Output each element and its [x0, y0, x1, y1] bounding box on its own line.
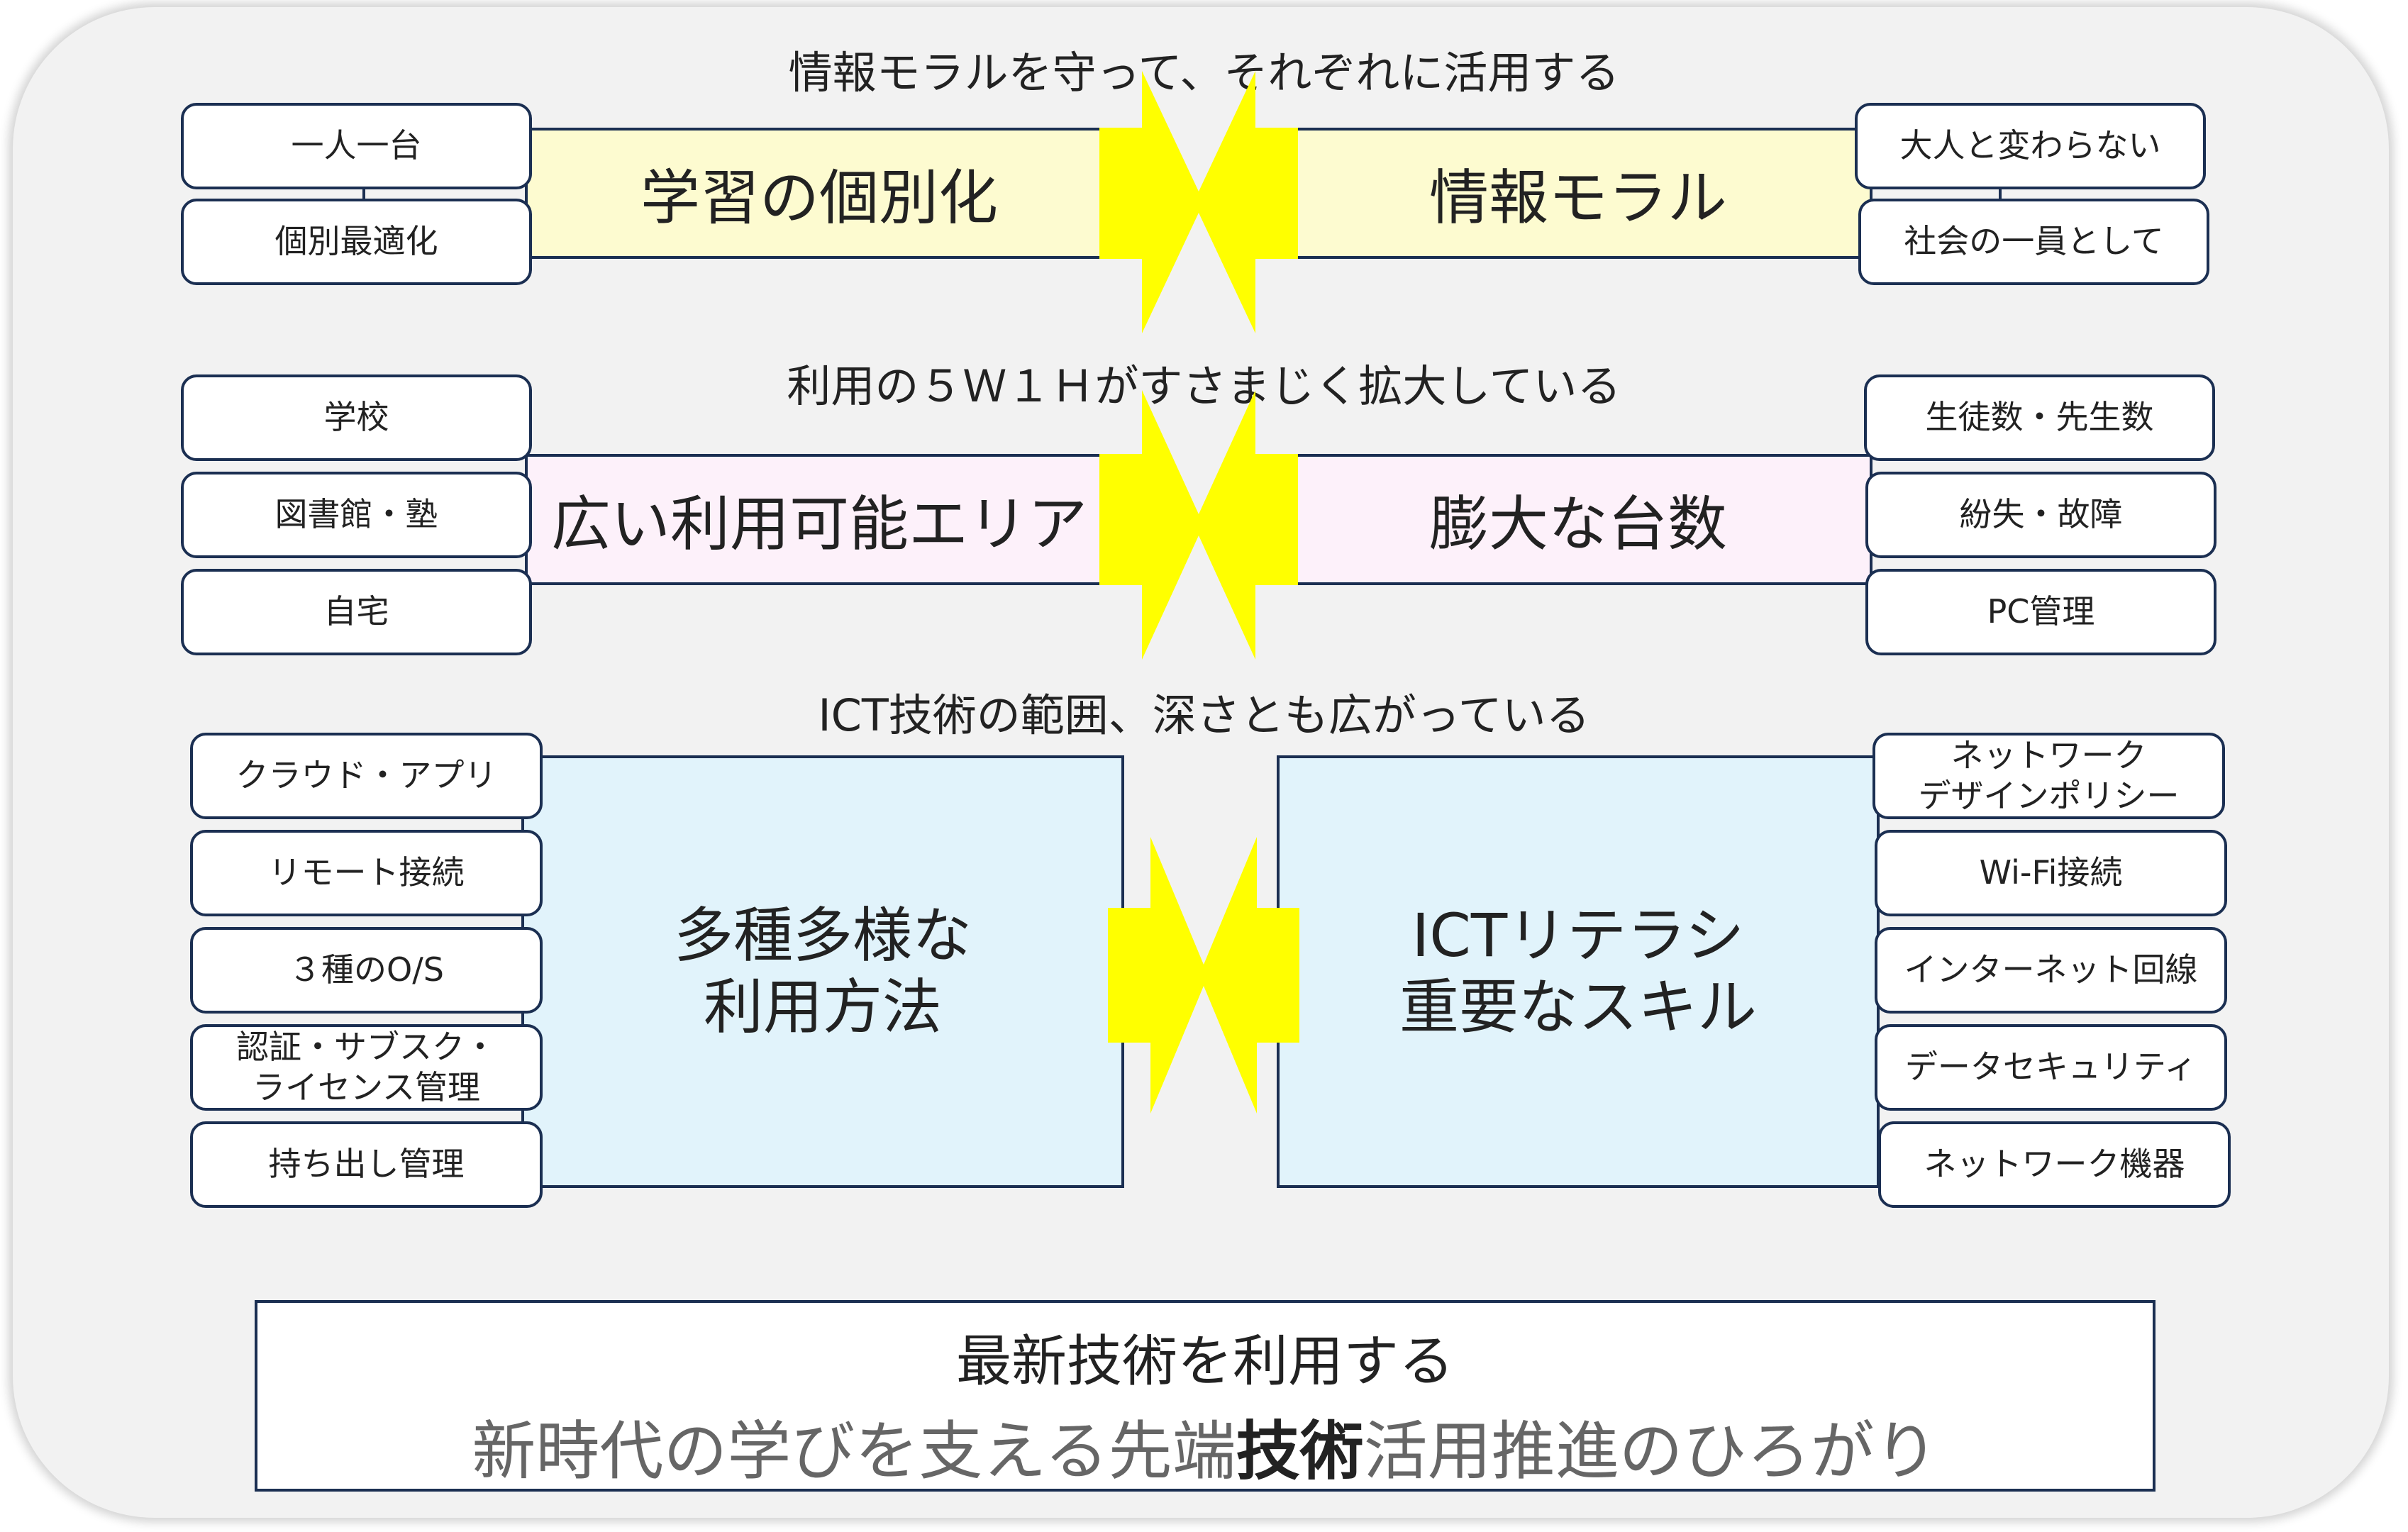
- s1-left-item-2: 個別最適化: [181, 199, 532, 285]
- section1-right-band: 情報モラル: [1284, 128, 1872, 259]
- summary-line2: 新時代の学びを支える先端技術活用推進のひろがり: [257, 1399, 2153, 1492]
- s2-left-item-3: 自宅: [181, 569, 532, 655]
- s3-left-item-4: 認証・サブスク・ ライセンス管理: [190, 1024, 543, 1111]
- section2-heading: 利用の５Ｗ１Ｈがすさまじく拡大している: [787, 360, 1621, 412]
- s3-left-item-4-line2: ライセンス管理: [252, 1068, 481, 1106]
- s2-left-item-2: 図書館・塾: [181, 472, 532, 558]
- section3-heading: ICT技術の範囲、深さとも広がっている: [818, 689, 1590, 741]
- summary-line1: 最新技術を利用する: [955, 1330, 1454, 1394]
- summary-box: 最新技術を利用する 新時代の学びを支える先端技術活用推進のひろがり: [255, 1300, 2155, 1492]
- left-band-line2: 利用方法: [703, 972, 942, 1042]
- s3-right-item-5: ネットワーク機器: [1878, 1121, 2231, 1208]
- s2-left-item-1: 学校: [181, 374, 532, 461]
- bolt-icon-3: [1108, 837, 1299, 1114]
- section1-left-band: 学習の個別化: [525, 128, 1114, 259]
- section2-right-band: 膨大な台数: [1284, 454, 1872, 585]
- s3-right-item-1-line1: ネットワーク: [1951, 736, 2147, 775]
- summary-line2-pre: 新時代の学びを支える先端: [472, 1414, 1236, 1489]
- section2-left-band: 広い利用可能エリア: [525, 454, 1114, 585]
- s1-right-item-1: 大人と変わらない: [1855, 103, 2206, 189]
- s3-right-item-2: Wi-Fi接続: [1875, 830, 2227, 916]
- s3-right-item-3: インターネット回線: [1875, 927, 2227, 1014]
- s3-left-item-5: 持ち出し管理: [190, 1121, 543, 1208]
- summary-line2-post: 活用推進のひろがり: [1363, 1414, 1938, 1489]
- section3-left-band: 多種多様な 利用方法: [521, 755, 1124, 1188]
- s2-right-item-2: 紛失・故障: [1865, 472, 2216, 558]
- s3-right-item-1: ネットワーク デザインポリシー: [1872, 733, 2225, 819]
- s3-right-item-1-line2: デザインポリシー: [1918, 777, 2180, 815]
- s2-right-item-1: 生徒数・先生数: [1864, 374, 2215, 461]
- connector: [1999, 188, 2002, 202]
- s1-right-item-2: 社会の一員として: [1858, 199, 2209, 285]
- s2-right-item-3: PC管理: [1865, 569, 2216, 655]
- left-band-line1: 多種多様な: [673, 901, 972, 971]
- s3-left-item-1: クラウド・アプリ: [190, 733, 543, 819]
- bolt-icon-2: [1099, 390, 1298, 660]
- s1-left-item-1: 一人一台: [181, 103, 532, 189]
- right-band-line1: ICTリテラシ: [1411, 901, 1745, 971]
- s3-left-item-3: ３種のO/S: [190, 927, 543, 1014]
- connector: [362, 188, 365, 202]
- s3-left-item-2: リモート接続: [190, 830, 543, 916]
- bolt-icon-1: [1099, 71, 1298, 333]
- section1-heading: 情報モラルを守って、それぞれに活用する: [788, 47, 1620, 99]
- summary-line2-bold: 技術: [1236, 1414, 1364, 1489]
- s3-right-item-4: データセキュリティ: [1875, 1024, 2227, 1111]
- right-band-line2: 重要なスキル: [1399, 972, 1757, 1042]
- section3-right-band: ICTリテラシ 重要なスキル: [1277, 755, 1880, 1188]
- s3-left-item-4-line1: 認証・サブスク・: [235, 1027, 497, 1066]
